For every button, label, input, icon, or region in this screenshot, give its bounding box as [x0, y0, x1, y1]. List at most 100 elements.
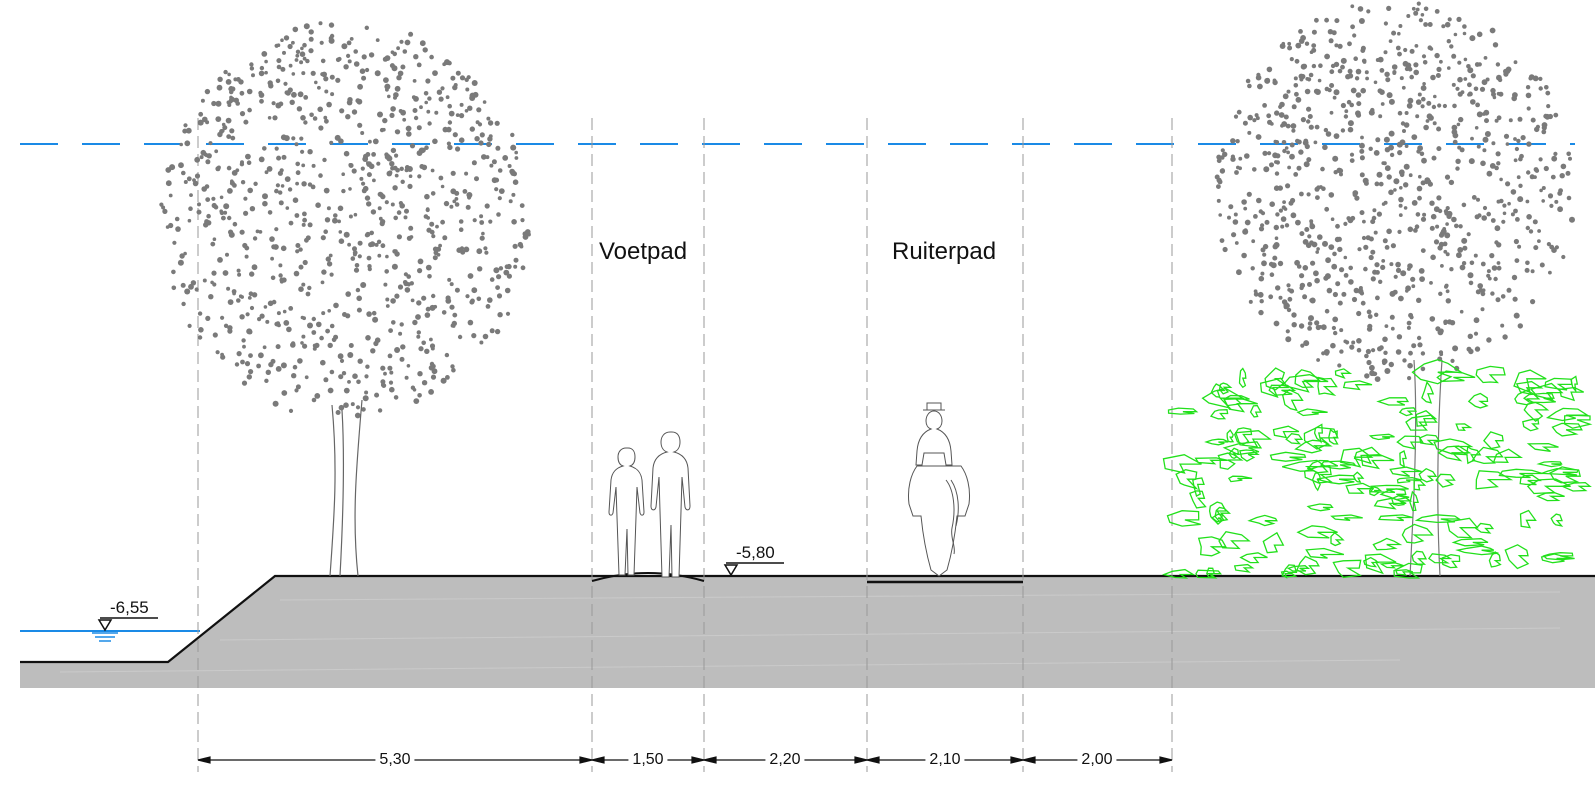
dimension-value: 2,00: [1077, 751, 1117, 769]
foliage-dot: [279, 168, 284, 173]
foliage-dot: [1537, 229, 1541, 233]
foliage-dot: [404, 39, 411, 46]
foliage-dot: [341, 172, 346, 176]
foliage-dot: [1348, 73, 1354, 79]
foliage-dot: [1302, 265, 1309, 271]
foliage-dot: [1476, 144, 1481, 149]
foliage-dot: [1520, 135, 1526, 141]
foliage-dot: [1490, 218, 1496, 223]
foliage-dot: [1415, 114, 1420, 119]
foliage-dot: [377, 111, 383, 118]
foliage-dot: [1455, 86, 1460, 91]
foliage-dot: [413, 54, 419, 60]
foliage-dot: [302, 217, 307, 223]
foliage-dot: [1317, 234, 1323, 240]
foliage-dot: [1293, 172, 1299, 177]
foliage-dot: [354, 412, 361, 419]
foliage-dot: [1474, 126, 1479, 130]
foliage-dot: [281, 154, 287, 160]
foliage-dot: [496, 274, 502, 280]
bridle-path-label: Ruiterpad: [892, 238, 997, 265]
foliage-dot: [1347, 68, 1353, 74]
foliage-dot: [398, 109, 403, 113]
level-marker-icon: [92, 617, 158, 642]
foliage-dot: [275, 366, 282, 372]
shrub-leaf: [1378, 514, 1413, 522]
shrub-leaf: [1330, 531, 1345, 547]
foliage-dot: [1294, 259, 1300, 266]
foliage-dot: [253, 181, 258, 186]
foliage-dot: [201, 186, 207, 192]
foliage-dot: [1430, 254, 1436, 261]
foliage-dot: [404, 375, 409, 380]
foliage-dot: [343, 64, 349, 70]
shrub-leaf: [1396, 435, 1424, 450]
foliage-dot: [320, 58, 326, 64]
foliage-dot: [440, 219, 445, 225]
foliage-dot: [1334, 236, 1341, 243]
foliage-dot: [391, 65, 398, 72]
foliage-dot: [1333, 89, 1340, 96]
foliage-dot: [488, 219, 493, 224]
foliage-dot: [251, 292, 258, 298]
foliage-dot: [1413, 228, 1418, 233]
foliage-dot: [1543, 165, 1549, 172]
foliage-dot: [1346, 216, 1351, 221]
foliage-dot: [1516, 175, 1521, 180]
shrub-leaf: [1306, 503, 1334, 512]
foliage-dot: [1258, 226, 1265, 232]
foliage-dot: [1422, 82, 1426, 86]
foliage-dot: [394, 347, 401, 353]
foliage-dot: [1313, 140, 1318, 145]
foliage-dot: [1510, 212, 1515, 217]
foliage-dot: [179, 142, 183, 147]
foliage-dot: [1388, 130, 1395, 137]
foliage-dot: [1451, 53, 1457, 59]
foliage-dot: [1233, 212, 1238, 217]
foliage-dot: [308, 36, 314, 42]
foliage-dot: [1316, 358, 1320, 362]
shrub-leaf: [1286, 565, 1311, 572]
foliage-dot: [1307, 282, 1312, 287]
foliage-dot: [1360, 135, 1364, 140]
foliage-dot: [1500, 294, 1506, 299]
foliage-dot: [1480, 307, 1485, 312]
foliage-dot: [1381, 358, 1388, 365]
foliage-dot: [1356, 347, 1362, 353]
shrub-leaf: [1549, 466, 1582, 484]
foliage-dot: [312, 346, 317, 351]
shrub-leaf: [1175, 469, 1199, 490]
foliage-dot: [1483, 109, 1490, 116]
foliage-dot: [1277, 185, 1284, 191]
construction-lines: [197, 118, 1173, 772]
foliage-dot: [1332, 251, 1337, 257]
shrub-leaf: [1391, 495, 1413, 506]
foliage-dot: [1308, 124, 1314, 130]
foliage-dot: [242, 344, 246, 349]
foliage-dot: [239, 314, 245, 320]
foliage-dot: [235, 168, 240, 173]
foliage-dot: [1547, 113, 1553, 120]
foliage-dot: [298, 264, 304, 270]
foliage-dot: [293, 270, 300, 277]
foliage-dot: [376, 161, 381, 166]
foliage-dot: [1388, 189, 1394, 196]
foliage-dot: [1541, 129, 1547, 135]
foliage-dot: [288, 408, 294, 413]
shrub-leaf: [1373, 497, 1407, 510]
foliage-dot: [249, 271, 255, 277]
foliage-dot: [367, 264, 372, 269]
foliage-dot: [318, 125, 324, 131]
foliage-dot: [229, 95, 233, 100]
foliage-dot: [1327, 88, 1332, 93]
foliage-dot: [275, 183, 280, 188]
foliage-dot: [489, 163, 494, 168]
foliage-dot: [1340, 128, 1346, 133]
foliage-dot: [1252, 118, 1257, 123]
foliage-dot: [1340, 102, 1346, 109]
foliage-dot: [1219, 238, 1225, 244]
foliage-dot: [1343, 114, 1349, 119]
foliage-dot: [357, 358, 363, 364]
dimension-value: 5,30: [375, 751, 415, 769]
foliage-dot: [239, 111, 246, 117]
